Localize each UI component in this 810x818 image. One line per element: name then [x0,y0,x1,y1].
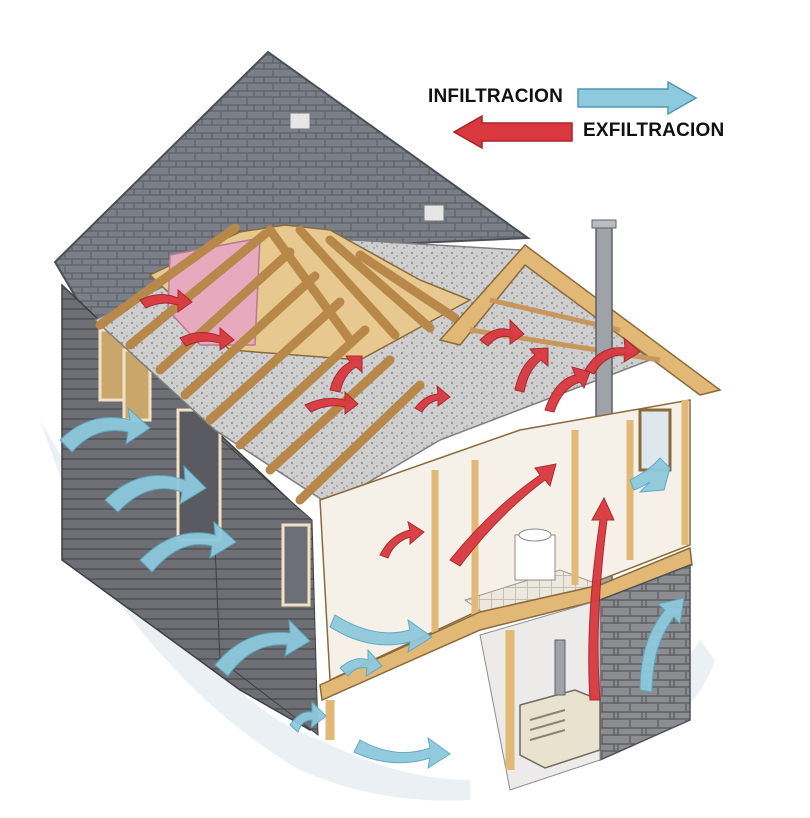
roof-vent-upper [289,112,311,130]
infiltration-airflow-arrows [59,406,685,770]
bathroom-sink [518,528,552,542]
legend-exfiltration-arrow-icon [452,114,573,150]
bathroom-vanity [514,534,556,581]
side-windows [98,328,311,607]
legend-exfiltration-label: EXFILTRACION [583,120,725,141]
legend-infiltration-label: INFILTRACION [428,86,564,107]
exfiltration-airflow-arrows [139,288,641,701]
upper-window [638,408,672,472]
roof-vent-lower [423,204,445,222]
legend-infiltration-arrow-icon [577,80,698,116]
basement-posts [325,630,515,770]
chimney-cap [591,219,617,229]
roof-rafters [95,223,460,505]
furnace [519,639,601,769]
